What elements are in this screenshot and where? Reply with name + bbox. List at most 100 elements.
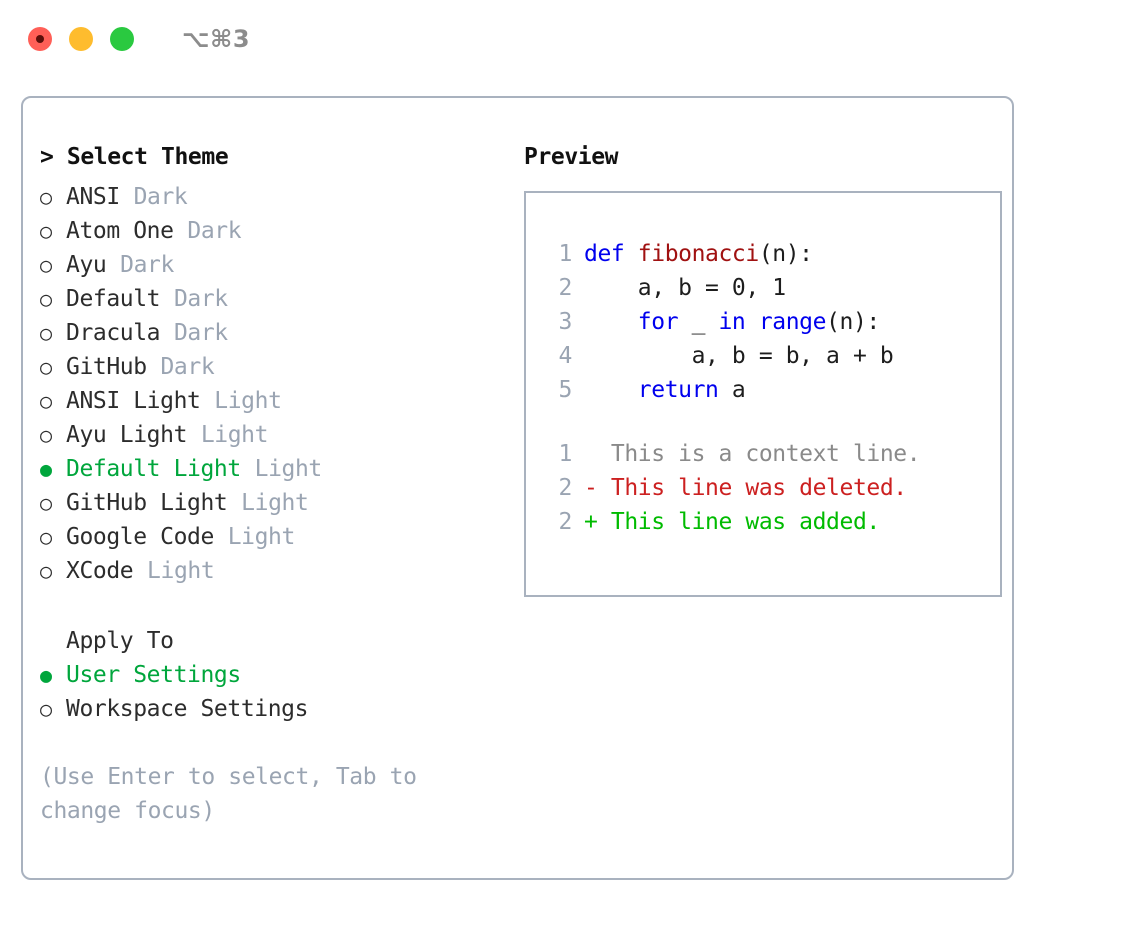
code-token-txt — [584, 377, 638, 403]
code-token-txt: a, b = 0, 1 — [584, 275, 786, 301]
code-token-txt: (n): — [826, 309, 880, 335]
radio-unselected-icon: ○ — [40, 219, 52, 243]
apply-to-header: Apply To — [66, 628, 174, 654]
theme-option-badge: Light — [214, 388, 282, 414]
keyboard-shortcut-label: ⌥⌘3 — [182, 25, 251, 53]
theme-option-label: GitHub Light — [66, 490, 228, 516]
code-token-txt — [745, 309, 758, 335]
theme-option-label: Default Light — [66, 456, 241, 482]
radio-unselected-icon: ○ — [40, 185, 52, 209]
code-token-kw: range — [758, 309, 827, 335]
code-token-kw: def — [584, 241, 638, 267]
code-line-number: 3 — [558, 309, 573, 335]
diff-line-del: 2- This line was deleted. — [546, 471, 1000, 505]
preview-header: Preview — [524, 144, 619, 170]
theme-option-10[interactable]: ○ Google Code Light — [40, 520, 505, 554]
theme-option-2[interactable]: ○ Ayu Dark — [40, 248, 505, 282]
theme-option-badge: Light — [227, 524, 296, 550]
radio-unselected-icon: ○ — [40, 491, 52, 515]
apply-option-label: User Settings — [66, 662, 241, 688]
apply-option-0[interactable]: ●User Settings — [40, 658, 505, 692]
code-line-content: def fibonacci(n): — [584, 237, 813, 271]
code-line-content: for _ in range(n): — [584, 305, 880, 339]
code-token-kw: return — [637, 377, 719, 403]
theme-option-badge: Light — [147, 558, 215, 584]
radio-unselected-icon: ○ — [40, 525, 52, 549]
code-line-number: 1 — [558, 241, 573, 267]
theme-option-badge: Light — [241, 490, 309, 516]
diff-line-ctx: 1 This is a context line. — [546, 437, 1000, 471]
theme-option-badge: Light — [254, 456, 323, 482]
theme-option-9[interactable]: ○ GitHub Light Light — [40, 486, 505, 520]
code-token-txt: a, b = b, a + b — [584, 343, 894, 369]
theme-option-badge: Dark — [173, 286, 228, 312]
code-line-number: 5 — [558, 377, 573, 403]
radio-unselected-icon: ○ — [40, 253, 52, 277]
theme-option-5[interactable]: ○ GitHub Dark — [40, 350, 505, 384]
theme-option-label: Dracula — [66, 320, 161, 346]
diff-marker: + — [584, 509, 611, 535]
window-titlebar: ⌥⌘3 — [0, 0, 1140, 78]
code-line: 1 def fibonacci(n): — [546, 237, 1000, 271]
code-line: 4 a, b = b, a + b — [546, 339, 1000, 373]
diff-line-text: This line was added. — [610, 509, 880, 535]
diff-line-number: 1 — [558, 441, 573, 467]
traffic-lights — [28, 27, 134, 51]
theme-option-1[interactable]: ○ Atom One Dark — [40, 214, 505, 248]
apply-option-1[interactable]: ○ Workspace Settings — [40, 692, 505, 726]
theme-option-label: Google Code — [66, 524, 214, 550]
diff-line-add: 2+ This line was added. — [546, 505, 1000, 539]
code-line-content: return a — [584, 373, 746, 407]
code-token-txt — [584, 309, 638, 335]
diff-line-text: This is a context line. — [610, 441, 921, 467]
theme-option-badge: Dark — [120, 252, 174, 278]
theme-option-8[interactable]: ● Default Light Light — [40, 452, 505, 486]
theme-option-label: Ayu Light — [66, 422, 188, 448]
diff-marker: - — [584, 475, 611, 501]
code-token-kw: in — [718, 309, 746, 335]
theme-option-label: GitHub — [66, 354, 147, 380]
radio-unselected-icon: ○ — [40, 389, 52, 413]
diff-line-text: This line was deleted. — [610, 475, 907, 501]
diff-marker — [584, 437, 611, 471]
radio-unselected-icon: ○ — [40, 697, 52, 721]
radio-unselected-icon: ○ — [40, 355, 52, 379]
select-theme-header: > Select Theme — [40, 144, 229, 170]
theme-option-label: Atom One — [66, 218, 174, 244]
code-token-fn: fibonacci — [637, 241, 759, 267]
code-token-txt: a — [718, 377, 746, 403]
radio-unselected-icon: ○ — [40, 423, 52, 447]
code-line-content: a, b = 0, 1 — [584, 271, 786, 305]
code-line-number: 4 — [558, 343, 573, 369]
minimize-window-button[interactable] — [69, 27, 93, 51]
keyboard-hint-text: (Use Enter to select, Tab to change focu… — [40, 764, 417, 824]
close-window-button[interactable] — [28, 27, 52, 51]
theme-option-label: Ayu — [66, 252, 107, 278]
theme-option-badge: Dark — [187, 218, 242, 244]
maximize-window-button[interactable] — [110, 27, 134, 51]
theme-option-label: ANSI — [66, 184, 120, 210]
code-line-content: a, b = b, a + b — [584, 339, 894, 373]
apply-to-option-list[interactable]: ●User Settings ○ Workspace Settings — [40, 658, 505, 726]
theme-option-badge: Dark — [160, 354, 215, 380]
apply-option-label: Workspace Settings — [66, 696, 309, 722]
radio-selected-icon: ● — [40, 457, 52, 481]
code-token-txt: _ — [678, 309, 719, 335]
code-token-txt: (n): — [758, 241, 813, 267]
code-line-number: 2 — [558, 275, 573, 301]
radio-unselected-icon: ○ — [40, 321, 52, 345]
diff-sample: 1 This is a context line.2- This line wa… — [546, 437, 1000, 539]
diff-line-number: 2 — [558, 475, 573, 501]
